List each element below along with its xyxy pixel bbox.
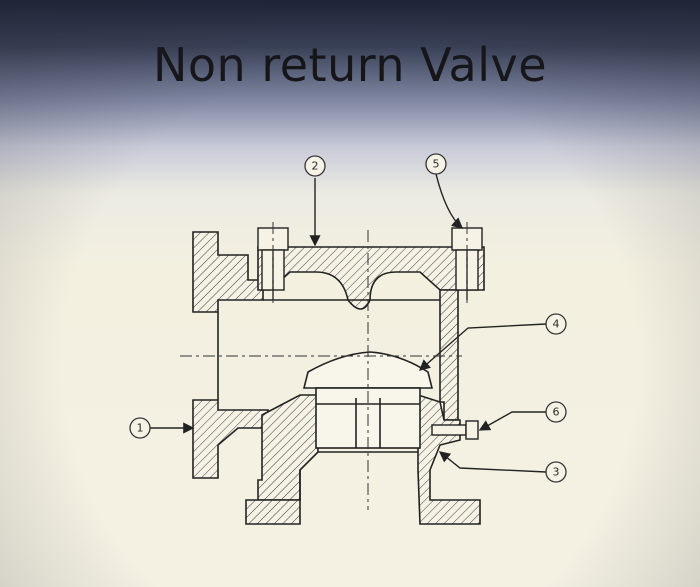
callout-3-circle bbox=[545, 461, 567, 483]
callout-6-label: 6 bbox=[553, 406, 560, 419]
callout-1-circle bbox=[129, 417, 151, 439]
inlet-flange-top bbox=[192, 231, 264, 313]
body-right-wall bbox=[439, 289, 459, 421]
outlet-flange bbox=[245, 499, 301, 525]
callout-2-circle bbox=[304, 155, 326, 177]
callout-2-label: 2 bbox=[312, 160, 319, 173]
inlet-flange-bottom bbox=[192, 399, 269, 479]
side-screw-shank bbox=[431, 424, 467, 436]
callout-4-circle bbox=[545, 313, 567, 335]
callout-5-circle bbox=[425, 153, 447, 175]
slide-title: Non return Valve bbox=[153, 38, 547, 92]
side-screw-head bbox=[465, 420, 479, 440]
callout-3-label: 3 bbox=[553, 466, 560, 479]
callout-5-label: 5 bbox=[433, 158, 440, 171]
callout-6-circle bbox=[545, 401, 567, 423]
callout-4-label: 4 bbox=[553, 318, 560, 331]
callout-1-label: 1 bbox=[137, 422, 144, 435]
valve-cover bbox=[257, 246, 485, 310]
